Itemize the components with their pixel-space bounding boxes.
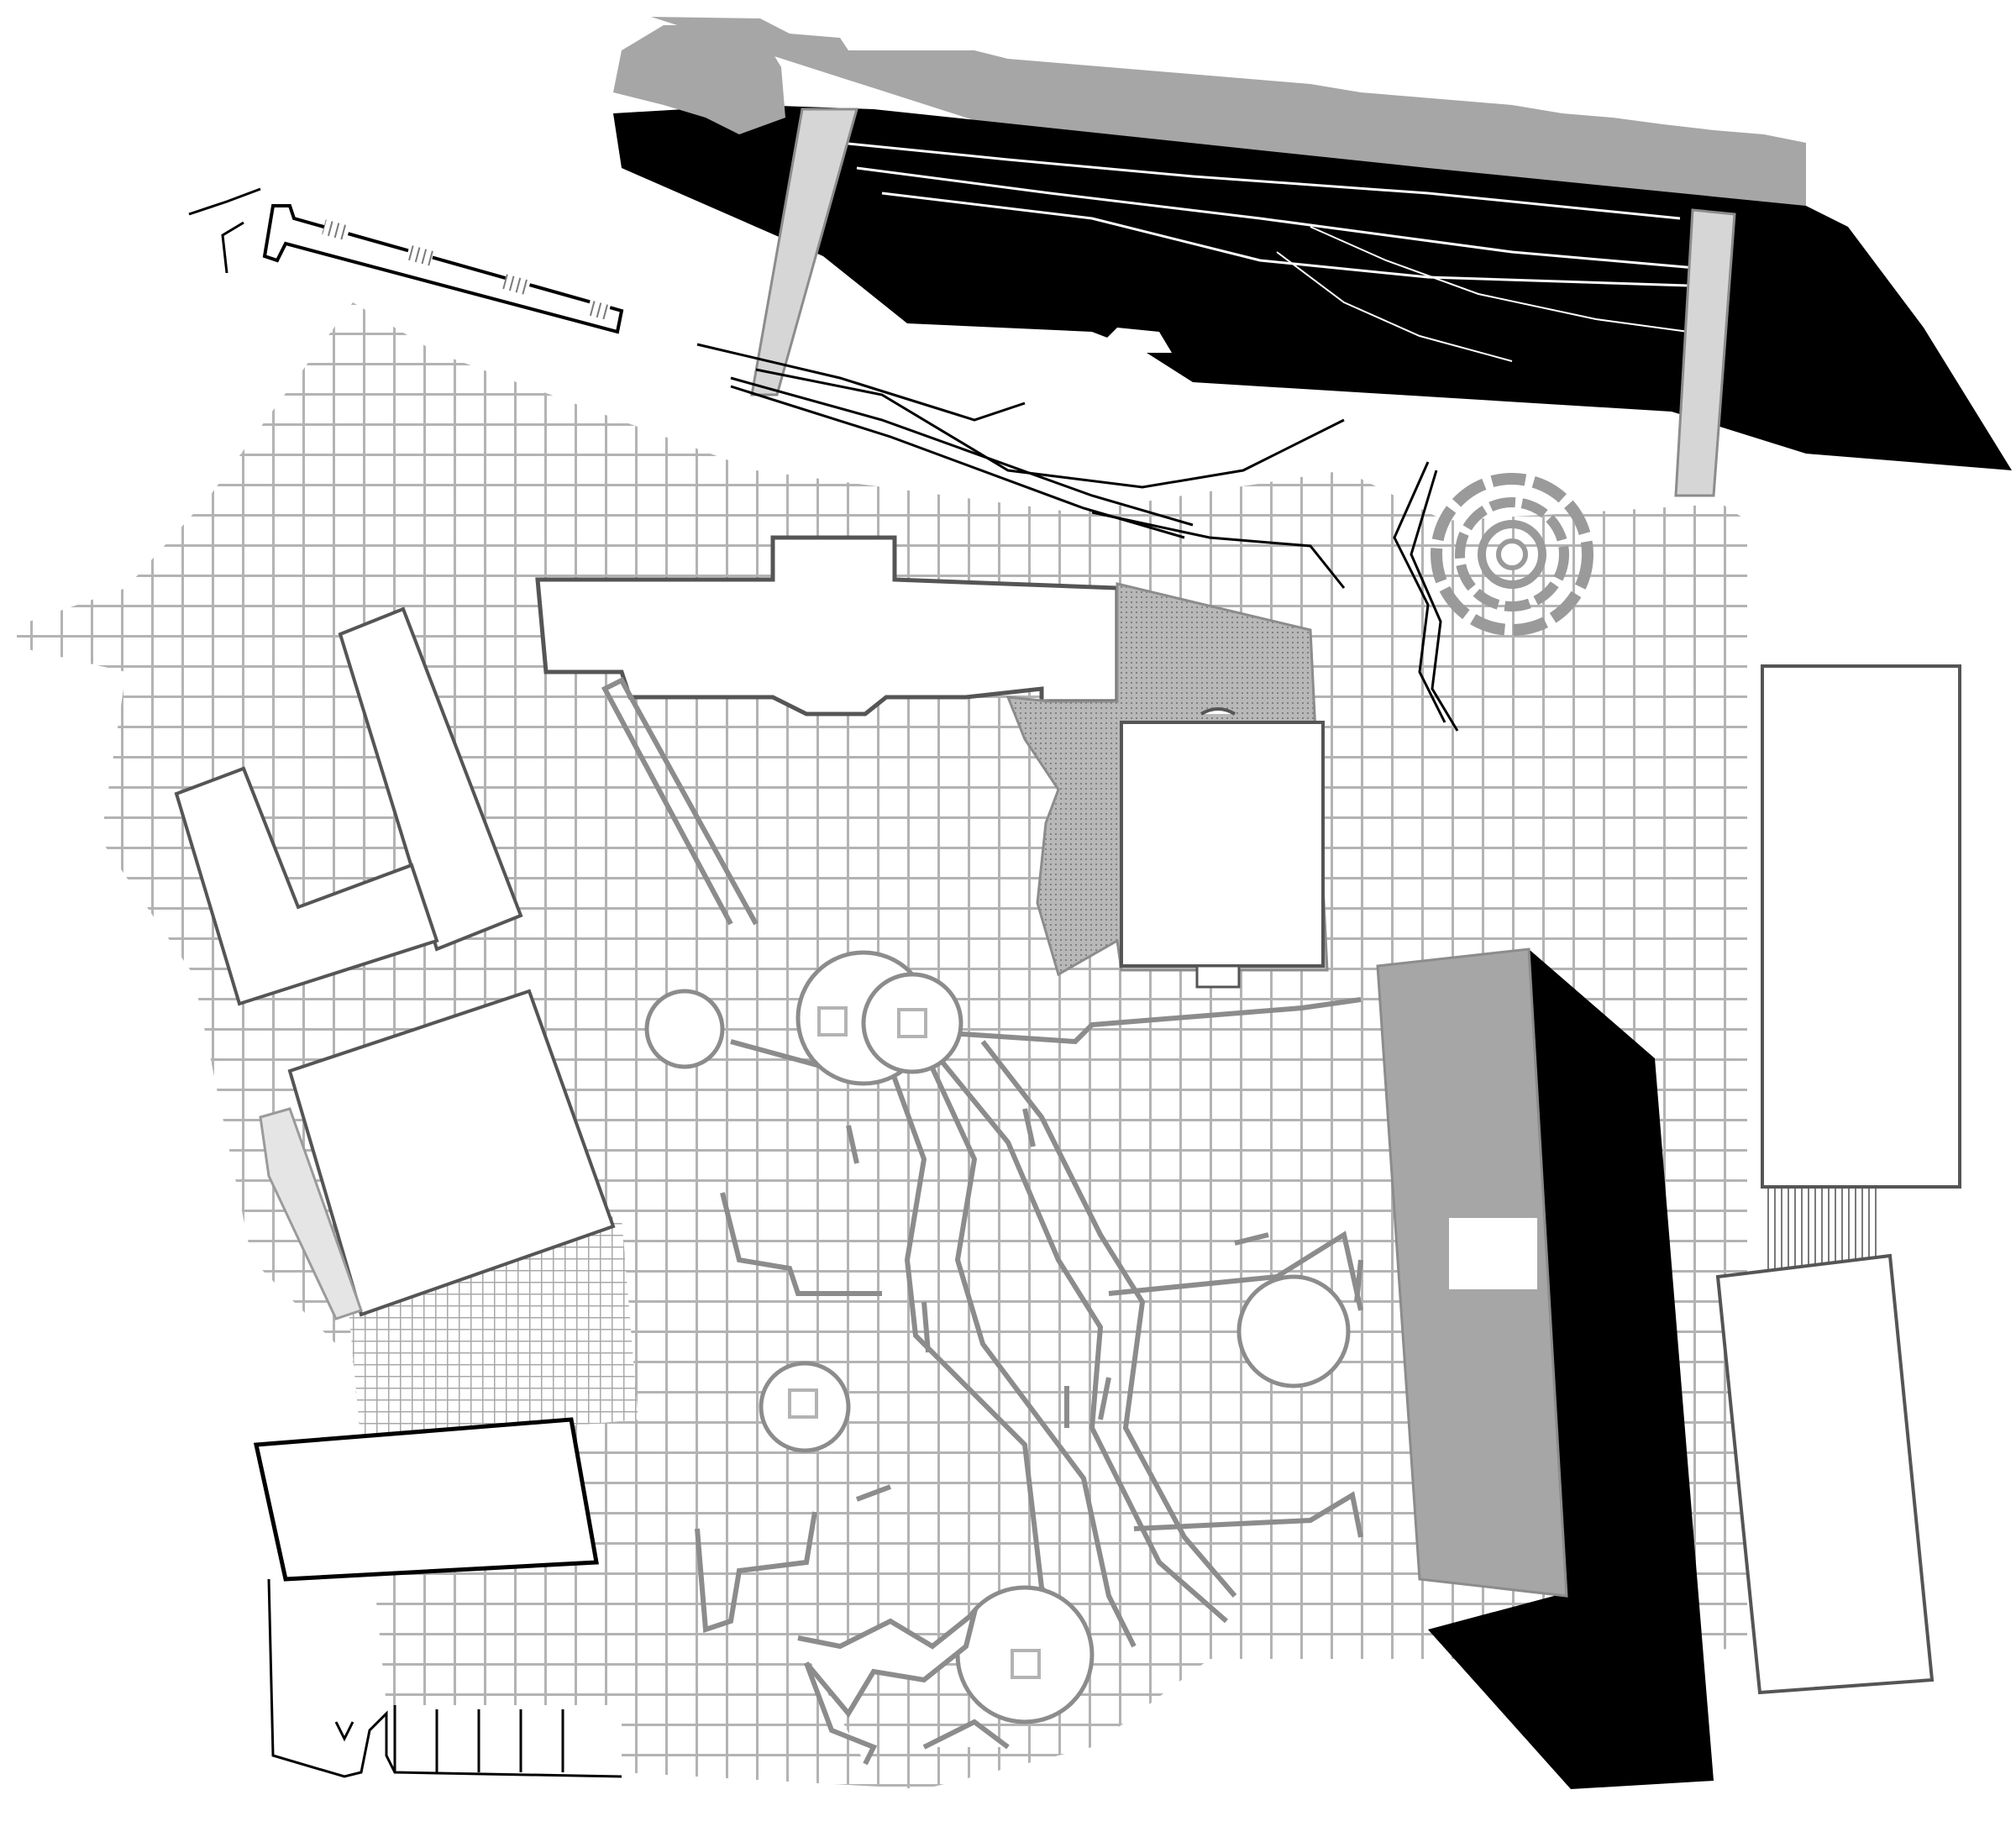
plaza-markers <box>846 1108 1363 1502</box>
east-buildings <box>1715 664 1961 1695</box>
north-terrace <box>613 17 2012 497</box>
gallery-block <box>1120 721 1325 968</box>
west-buildings <box>174 606 616 1582</box>
north-paths <box>696 343 1459 732</box>
east-block <box>1376 947 1714 1789</box>
stair-walkway <box>188 187 624 334</box>
circular-pavilions <box>644 950 1351 1724</box>
pavilion-3 <box>644 989 725 1069</box>
pavilion-2 <box>861 972 963 1074</box>
central-hall <box>535 535 1329 989</box>
pavilion-4 <box>759 1361 851 1453</box>
zigzag-wall <box>797 1606 1010 1766</box>
pavilion-5 <box>1236 1274 1351 1388</box>
spiral-amphitheater <box>1431 473 1593 636</box>
parking-edge <box>267 1578 622 1778</box>
